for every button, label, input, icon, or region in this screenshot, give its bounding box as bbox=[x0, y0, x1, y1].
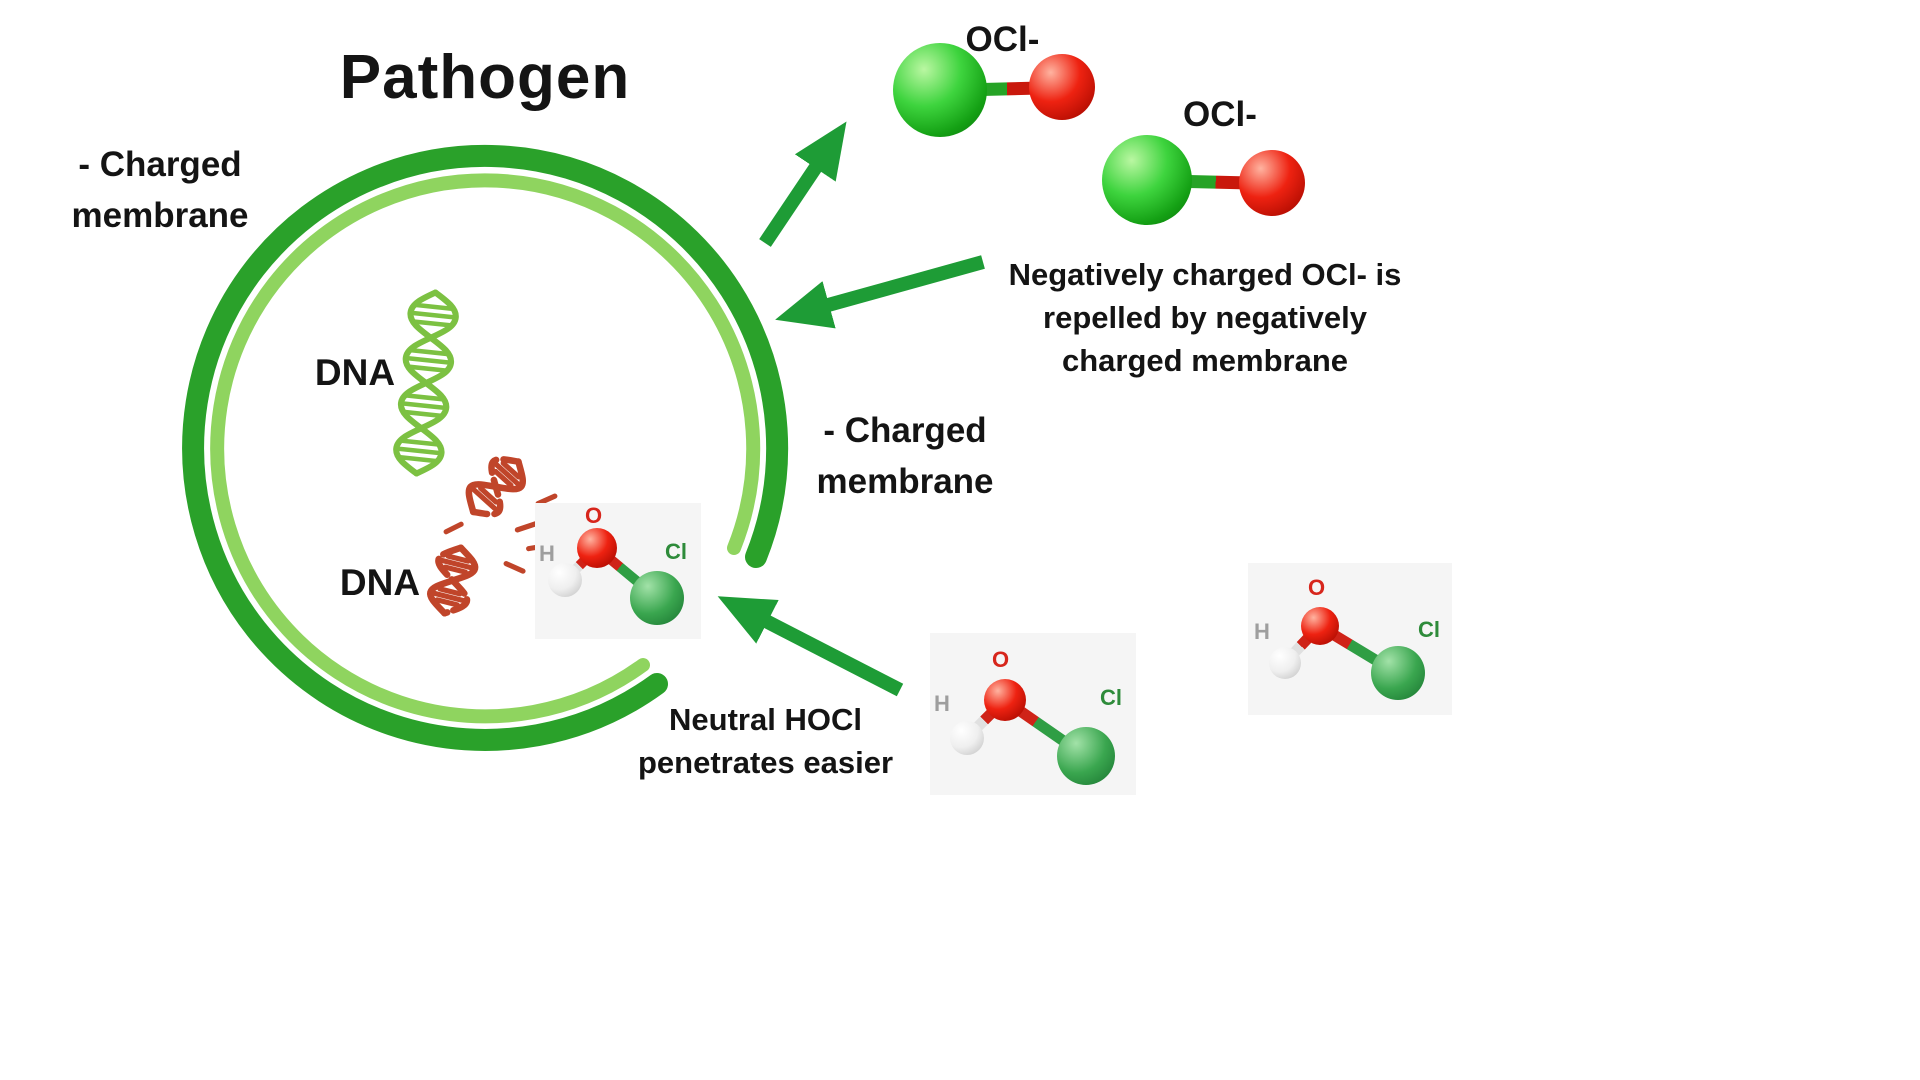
membrane-label-left: - Charged membrane bbox=[71, 145, 249, 235]
membrane-outer-ring bbox=[182, 144, 789, 751]
hydrogen-atom bbox=[950, 721, 984, 755]
oxygen-atom bbox=[1239, 150, 1305, 216]
chlorine-atom bbox=[893, 43, 987, 137]
ocl-label-1: OCl- bbox=[965, 20, 1040, 59]
oxygen-atom bbox=[984, 679, 1026, 721]
hocl-molecule-1: H O Cl bbox=[930, 633, 1136, 795]
chlorine-label: Cl bbox=[1100, 685, 1122, 710]
hydrogen-label: H bbox=[539, 541, 555, 566]
membrane-label-right: - Charged membrane bbox=[816, 411, 994, 501]
dna-intact-rungs bbox=[393, 302, 459, 464]
oxygen-label: O bbox=[992, 647, 1010, 672]
chlorine-atom bbox=[1102, 135, 1192, 225]
note-repelled: Negatively charged OCl- is repelled by n… bbox=[1008, 257, 1402, 378]
note-penetrates: Neutral HOCl penetrates easier bbox=[637, 702, 894, 781]
oxygen-label: O bbox=[585, 503, 603, 528]
dna-intact-helix bbox=[393, 289, 459, 477]
dna-intact-strands bbox=[393, 289, 459, 477]
hocl-molecule-2: H O Cl bbox=[1248, 563, 1452, 715]
dna-damaged-helix bbox=[427, 456, 558, 617]
chlorine-atom bbox=[1057, 727, 1115, 785]
dna-damaged-strands bbox=[427, 456, 558, 617]
chlorine-atom bbox=[1371, 646, 1425, 700]
ocl-molecule-1: OCl- bbox=[880, 20, 1125, 150]
oxygen-atom bbox=[1301, 607, 1339, 645]
hydrogen-atom bbox=[1269, 647, 1301, 679]
dna-label-damaged: DNA bbox=[339, 562, 421, 603]
hydrogen-atom bbox=[548, 563, 582, 597]
hocl-molecule-penetrating: H O Cl bbox=[535, 503, 701, 639]
dna-label-intact: DNA bbox=[314, 352, 396, 393]
chlorine-label: Cl bbox=[665, 539, 687, 564]
membrane-inner-ring bbox=[210, 173, 761, 724]
chlorine-label: Cl bbox=[1418, 617, 1440, 642]
ocl-molecule-2: OCl- bbox=[1090, 95, 1340, 230]
page-title: Pathogen bbox=[339, 43, 631, 112]
oxygen-atom bbox=[577, 528, 617, 568]
oxygen-label: O bbox=[1308, 575, 1326, 600]
hydrogen-label: H bbox=[1254, 619, 1270, 644]
hydrogen-label: H bbox=[934, 691, 950, 716]
ocl-label-2: OCl- bbox=[1183, 95, 1257, 134]
oxygen-atom bbox=[1029, 54, 1095, 120]
chlorine-atom bbox=[630, 571, 684, 625]
